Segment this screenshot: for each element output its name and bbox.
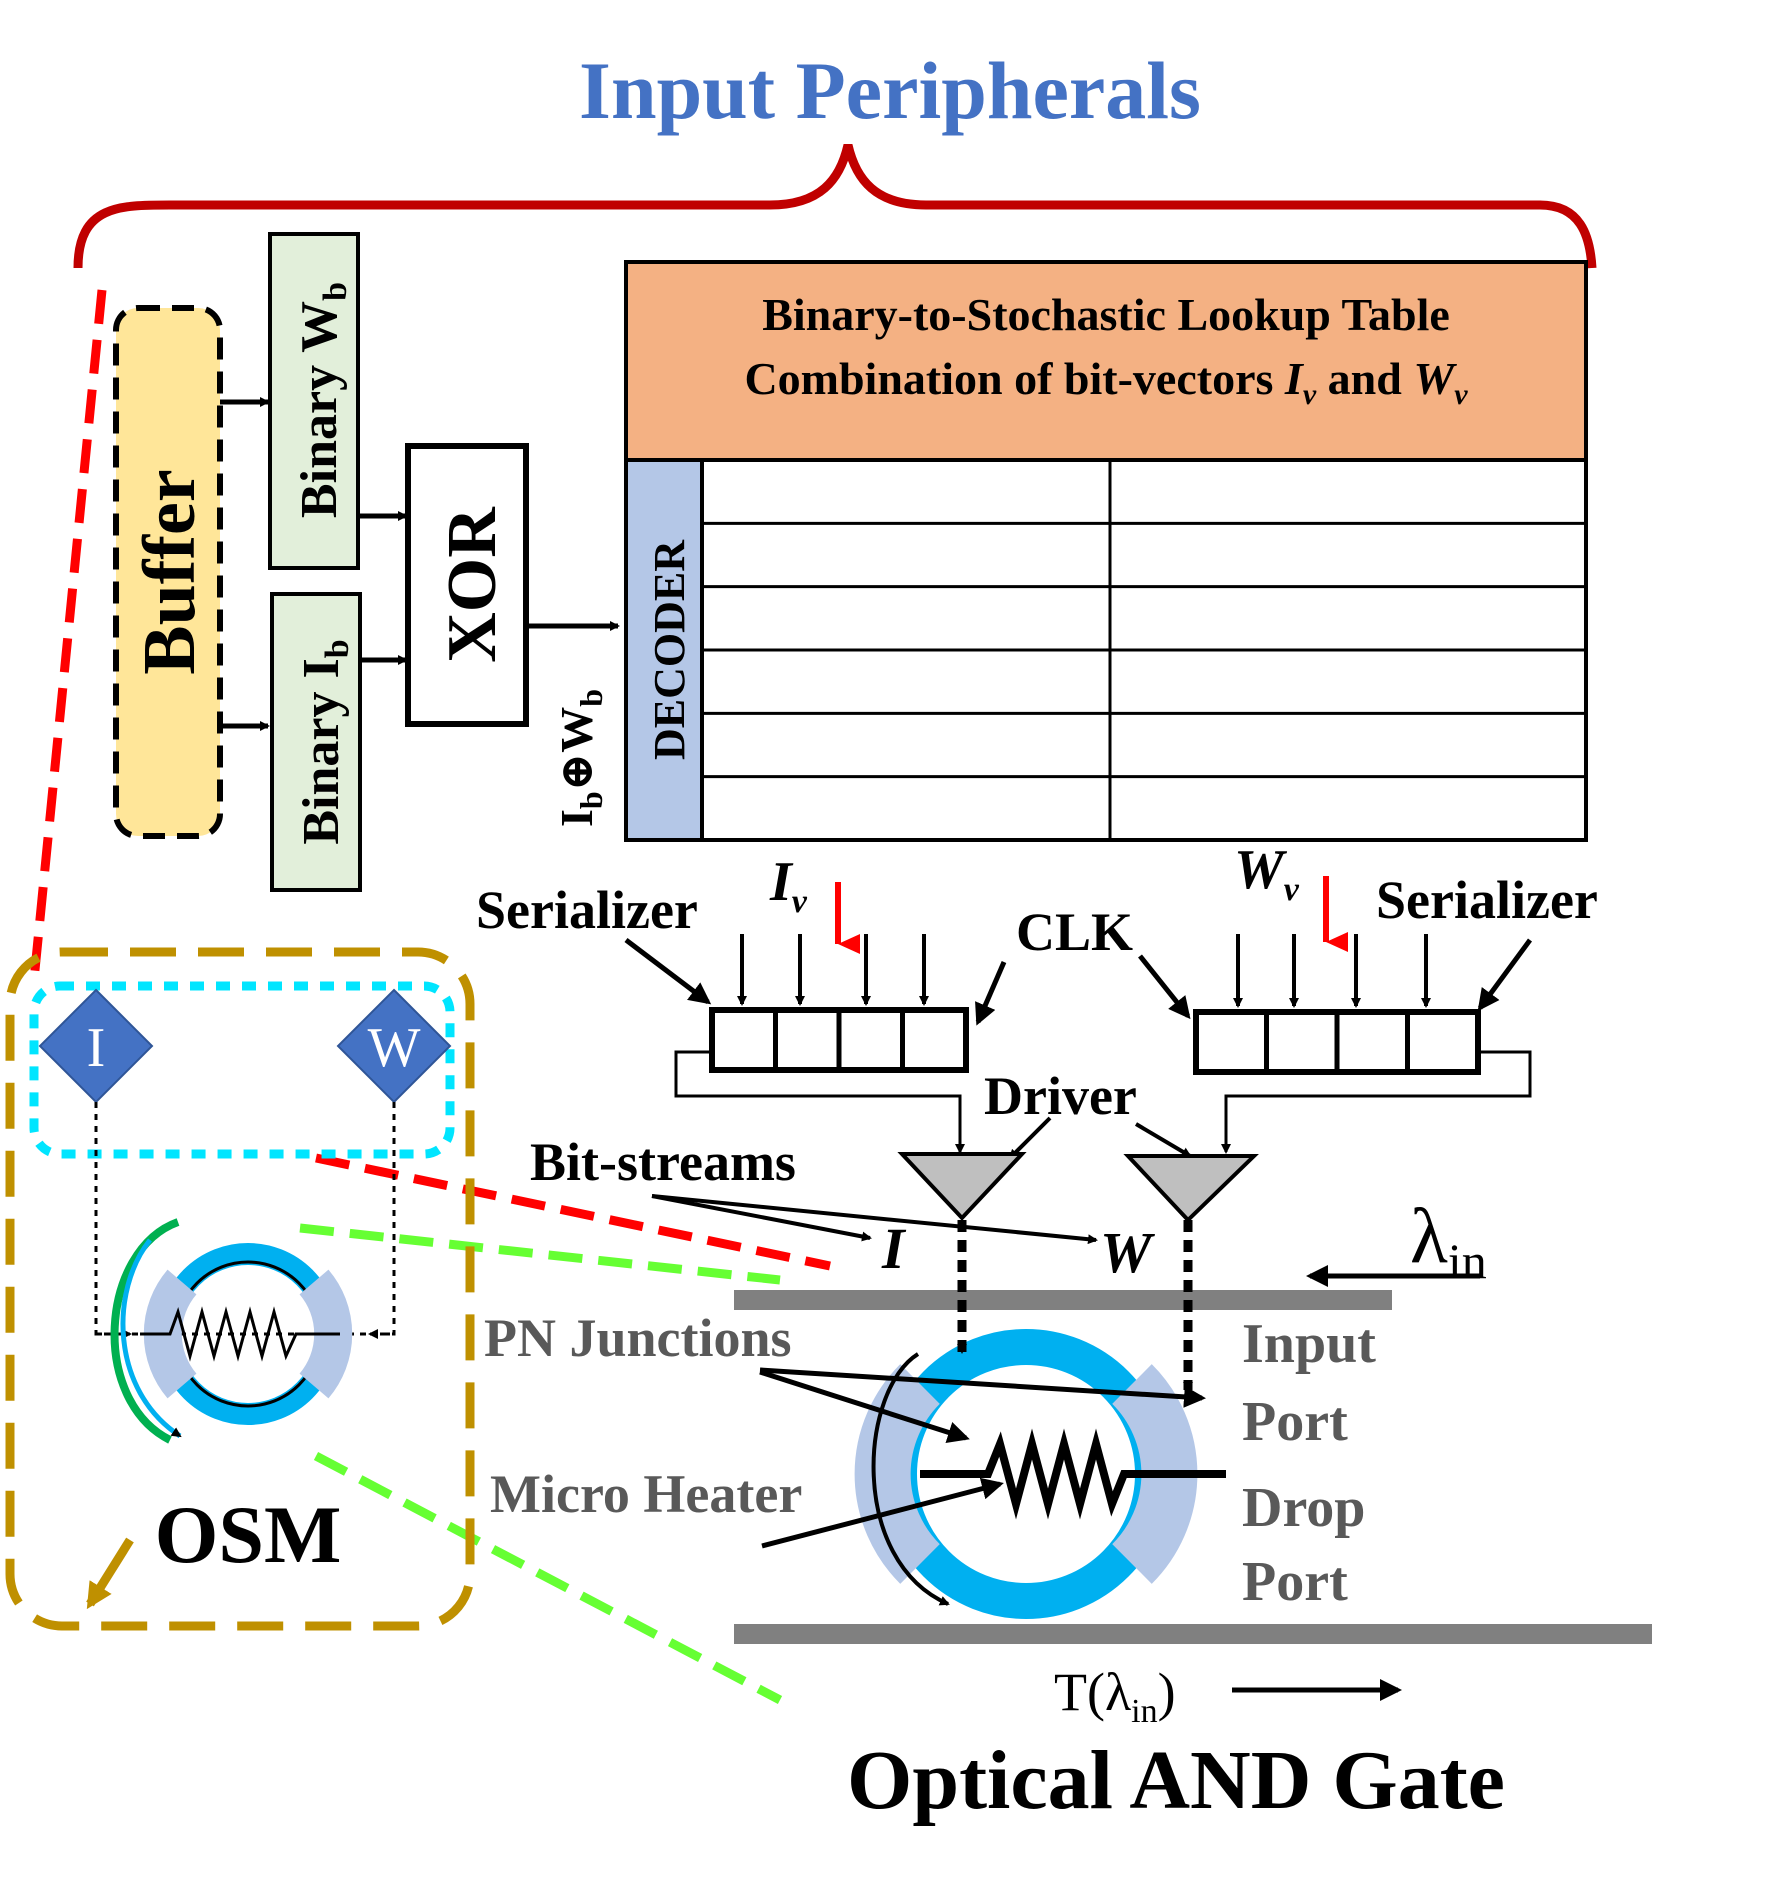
xor-label: XOR bbox=[434, 506, 511, 663]
heater-arrow bbox=[761, 1477, 1004, 1549]
osm-label: OSM bbox=[155, 1489, 342, 1580]
decoder-block bbox=[624, 458, 704, 842]
serializer-right-label: Serializer bbox=[1376, 870, 1598, 930]
bitstream-w-arrow bbox=[651, 1194, 1098, 1245]
lookup-table-cells bbox=[702, 460, 1586, 840]
serializer-left-feedback bbox=[674, 1050, 965, 1154]
drop-port-label: Drop bbox=[1242, 1477, 1365, 1539]
iv-label: Iv bbox=[769, 851, 808, 920]
buffer-block bbox=[113, 305, 223, 839]
clk-to-right-arrow bbox=[1138, 954, 1191, 1020]
osm-inset-border bbox=[5, 947, 475, 1631]
decoder-label: DECODER bbox=[645, 539, 694, 760]
osm-w-label: W bbox=[368, 1017, 421, 1079]
input-port-label: Input bbox=[1242, 1313, 1376, 1375]
pn-arrow-1 bbox=[759, 1369, 970, 1443]
micro-heater bbox=[920, 1428, 1226, 1520]
input-waveguide bbox=[734, 1290, 1392, 1310]
clk-label: CLK bbox=[1016, 902, 1133, 962]
serializer-input-arrows bbox=[737, 876, 1431, 1008]
input-port-label-2: Port bbox=[1242, 1391, 1348, 1453]
pn-arrow-2 bbox=[759, 1367, 1206, 1408]
lookup-table-header bbox=[624, 260, 1588, 462]
serializer-right-arrow bbox=[1477, 938, 1533, 1012]
binary-w-label: Binary Wb bbox=[291, 282, 354, 518]
osm-output-arrow bbox=[86, 1537, 134, 1610]
driver-right-pointer bbox=[1134, 1122, 1192, 1158]
xor-output-label: Ib⊕Wb bbox=[551, 689, 609, 827]
osm-circulation-arrow-green bbox=[110, 1218, 180, 1444]
osm-circulation-arrow-blue bbox=[120, 1238, 182, 1439]
driver-label: Driver bbox=[984, 1066, 1137, 1126]
bitstream-i-label: I bbox=[881, 1216, 907, 1281]
binary-i-block bbox=[270, 592, 362, 892]
driver-left bbox=[897, 1152, 1027, 1221]
osm-i-label: I bbox=[87, 1017, 106, 1079]
lambda-in-label: λin bbox=[1410, 1192, 1487, 1289]
buffer-label: Buffer bbox=[129, 469, 211, 675]
input-peripherals-brace bbox=[73, 143, 1597, 269]
osm-w-connector bbox=[368, 1102, 396, 1339]
bitstream-i-arrow bbox=[651, 1194, 872, 1242]
serializer-right-feedback bbox=[1221, 1050, 1532, 1154]
driver-right bbox=[1123, 1154, 1259, 1223]
pn-junctions-label: PN Junctions bbox=[484, 1308, 792, 1368]
bitstream-w-label: W bbox=[1100, 1220, 1155, 1285]
clk-to-left-arrow bbox=[975, 961, 1007, 1026]
zoom-green-bottom bbox=[313, 1452, 783, 1704]
serializer-right-cells bbox=[1264, 1012, 1410, 1072]
osm-input-highlight bbox=[29, 981, 455, 1159]
drop-port-label-2: Port bbox=[1242, 1551, 1348, 1613]
wv-label: Wv bbox=[1234, 839, 1300, 908]
micro-heater-label: Micro Heater bbox=[490, 1464, 802, 1524]
osm-heater bbox=[140, 1306, 340, 1362]
xor-gate bbox=[405, 443, 529, 727]
serializer-left-label: Serializer bbox=[476, 880, 698, 940]
drop-waveguide bbox=[734, 1624, 1652, 1644]
zoom-red-bottom bbox=[315, 1153, 831, 1271]
binary-i-label: Binary Ib bbox=[293, 639, 356, 844]
bitstreams-label: Bit-streams bbox=[530, 1132, 796, 1192]
ring-pn-left bbox=[854, 1364, 941, 1584]
binary-w-block bbox=[268, 232, 360, 570]
zoom-red-top bbox=[29, 289, 107, 981]
page-title: Input Peripherals bbox=[579, 45, 1201, 136]
transmission-label: T(λin) bbox=[1054, 1662, 1176, 1730]
lookup-table-title: Binary-to-Stochastic Lookup Table bbox=[762, 289, 1450, 340]
serializer-left-arrow bbox=[624, 938, 712, 1005]
serializer-left-cells bbox=[773, 1010, 905, 1070]
zoom-green-top bbox=[299, 1223, 781, 1285]
optical-and-gate-title: Optical AND Gate bbox=[847, 1734, 1505, 1827]
ring-circulation-arrow bbox=[871, 1352, 950, 1606]
driver-left-pointer bbox=[1008, 1116, 1052, 1160]
lookup-table-subtitle: Combination of bit-vectors Iv and Wv bbox=[744, 353, 1468, 411]
